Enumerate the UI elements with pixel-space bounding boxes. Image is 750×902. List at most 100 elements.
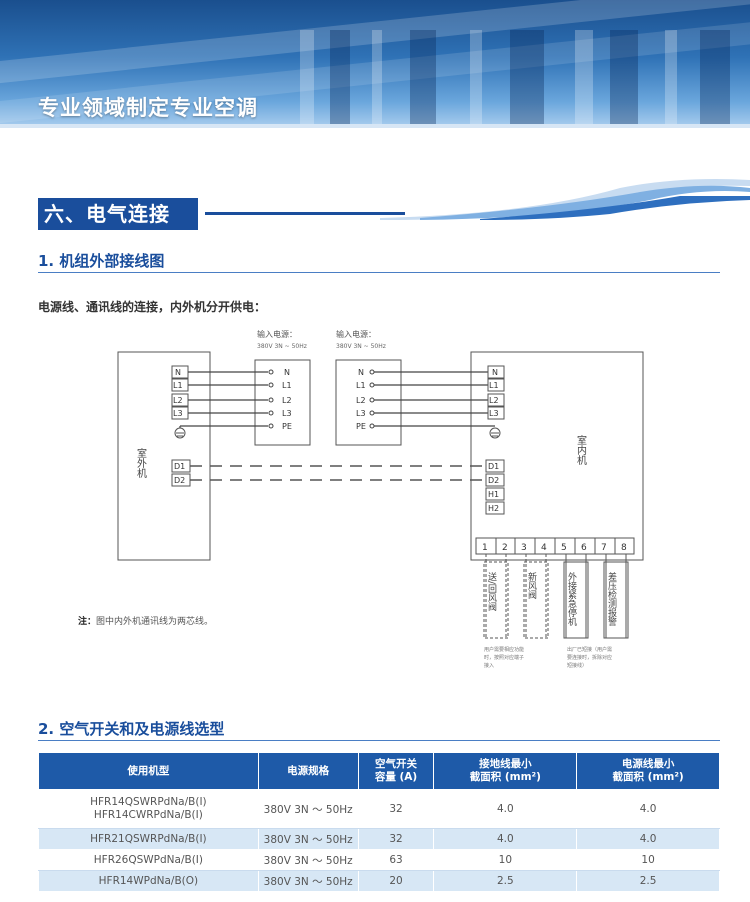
section-swoosh-graphic — [380, 179, 750, 220]
svg-text:D1: D1 — [488, 462, 499, 471]
svg-text:6: 6 — [581, 543, 587, 553]
power-supply-left: 输入电源： 380V 3N ~ 50Hz — [254, 329, 311, 446]
svg-text:N: N — [358, 368, 364, 377]
power-supply-right: 输入电源： 380V 3N ~ 50Hz — [335, 329, 402, 446]
cell-breaker: 63 — [357, 849, 435, 871]
svg-text:5: 5 — [561, 543, 567, 553]
svg-text:N: N — [492, 368, 498, 377]
svg-text:时，按照对应端子: 时，按照对应端子 — [484, 654, 524, 661]
cell-power: 380V 3N ～ 50Hz — [257, 789, 359, 829]
table-header-row: 使用机型 电源规格 空气开关 容量 (A) 接地线最小 截面积 (mm²) 电源… — [38, 752, 720, 790]
outdoor-power-wires — [179, 371, 268, 428]
table-row: HFR21QSWRPdNa/B(I) 380V 3N ～ 50Hz 32 4.0… — [38, 828, 720, 850]
svg-text:接入: 接入 — [484, 662, 494, 669]
svg-text:PE: PE — [356, 422, 366, 431]
svg-text:380V 3N ~ 50Hz: 380V 3N ~ 50Hz — [336, 343, 386, 350]
table-row: HFR26QSWPdNa/B(I) 380V 3N ～ 50Hz 63 10 1… — [38, 849, 720, 871]
svg-text:要连接时，拆除对应: 要连接时，拆除对应 — [567, 654, 612, 661]
col-header-power: 电源规格 — [257, 752, 359, 790]
svg-text:N: N — [284, 368, 290, 377]
svg-text:L1: L1 — [356, 381, 366, 390]
cell-model: HFR21QSWRPdNa/B(I) — [38, 828, 259, 850]
supply-right-terminals: N L1 L2 L3 PE — [356, 368, 375, 431]
indoor-power-wires — [374, 371, 495, 427]
subsection-title-wiring: 1. 机组外部接线图 — [38, 252, 165, 270]
svg-text:4: 4 — [541, 543, 547, 553]
svg-text:外接紧急停机: 外接紧急停机 — [566, 571, 577, 627]
indoor-power-terminals: N L1 L2 L3 — [487, 365, 505, 420]
cell-ground: 2.5 — [433, 870, 578, 892]
terminal-strip: 1 2 3 4 5 6 7 8 — [475, 537, 635, 555]
svg-text:L3: L3 — [282, 409, 292, 418]
outdoor-power-terminals: N L1 L2 L3 — [171, 365, 189, 420]
svg-text:7: 7 — [601, 543, 607, 553]
supply-left-terminals: N L1 L2 L3 PE — [268, 368, 292, 431]
svg-text:出厂已短接（用户需: 出厂已短接（用户需 — [567, 646, 612, 653]
cell-wire: 4.0 — [576, 789, 720, 829]
outdoor-comm-terminals: D1 D2 — [171, 459, 191, 487]
cell-wire: 2.5 — [576, 870, 720, 892]
indoor-ground-icon — [489, 427, 501, 439]
section-rule — [205, 212, 405, 215]
svg-text:L3: L3 — [173, 409, 183, 418]
banner-divider — [0, 124, 750, 128]
col-header-ground: 接地线最小 截面积 (mm²) — [433, 752, 578, 790]
col-header-breaker: 空气开关 容量 (A) — [357, 752, 435, 790]
svg-text:输入电源：: 输入电源： — [336, 329, 376, 339]
wiring-description: 电源线、通讯线的连接，内外机分开供电： — [38, 300, 267, 314]
outdoor-unit-box — [117, 351, 211, 561]
indoor-comm-terminals: D1 D2 H1 H2 — [485, 459, 505, 515]
outdoor-unit-label: 室外机 — [135, 447, 147, 479]
svg-text:2: 2 — [502, 543, 508, 553]
comm-wires — [190, 465, 486, 481]
col-header-model: 使用机型 — [38, 752, 259, 790]
svg-text:PE: PE — [282, 422, 292, 431]
svg-text:L2: L2 — [173, 396, 183, 405]
svg-text:3: 3 — [521, 543, 527, 553]
svg-text:8: 8 — [621, 543, 627, 553]
table-row: HFR14WPdNa/B(O) 380V 3N ～ 50Hz 20 2.5 2.… — [38, 870, 720, 892]
cell-breaker: 20 — [357, 870, 435, 892]
cell-wire: 4.0 — [576, 828, 720, 850]
cell-breaker: 32 — [357, 789, 435, 829]
table-row: HFR14QSWRPdNa/B(I) HFR14CWRPdNa/B(I) 380… — [38, 789, 720, 829]
svg-text:L2: L2 — [282, 396, 292, 405]
outdoor-ground-icon — [174, 427, 186, 439]
cell-breaker: 32 — [357, 828, 435, 850]
indoor-unit-label: 室内机 — [575, 434, 587, 466]
svg-text:1: 1 — [482, 543, 488, 553]
svg-text:新风阀: 新风阀 — [526, 571, 537, 600]
cell-ground: 4.0 — [433, 789, 578, 829]
cell-model: HFR26QSWPdNa/B(I) — [38, 849, 259, 871]
wiring-diagram: 室外机 室内机 输入电源： 380V 3N ~ 50Hz 输入电源： 380V … — [117, 329, 644, 669]
svg-text:H2: H2 — [488, 504, 499, 513]
cell-wire: 10 — [576, 849, 720, 871]
subsection-title-breaker: 2. 空气开关和及电源线选型 — [38, 720, 225, 738]
banner-title: 专业领域制定专业空调 — [38, 96, 258, 120]
svg-text:D2: D2 — [174, 476, 185, 485]
header-banner: 专业领域制定专业空调 — [0, 0, 750, 127]
cell-ground: 10 — [433, 849, 578, 871]
col-header-wire: 电源线最小 截面积 (mm²) — [576, 752, 720, 790]
svg-text:差压检测报警: 差压检测报警 — [606, 571, 617, 627]
subsection-rule — [38, 272, 720, 273]
svg-text:L1: L1 — [282, 381, 292, 390]
aux-labels: 送/回风阀 新风阀 外接紧急停机 差压检测报警 — [486, 571, 617, 627]
note-prefix: 注： — [78, 617, 97, 627]
svg-text:380V 3N ~ 50Hz: 380V 3N ~ 50Hz — [257, 343, 307, 350]
svg-text:送/回风阀: 送/回风阀 — [486, 571, 497, 612]
svg-text:L2: L2 — [489, 396, 499, 405]
note-text: 图中内外机通讯线为两芯线。 — [96, 617, 214, 627]
aux-wiring — [483, 554, 629, 639]
svg-text:H1: H1 — [488, 490, 499, 499]
cell-model: HFR14WPdNa/B(O) — [38, 870, 259, 892]
svg-text:L2: L2 — [356, 396, 366, 405]
svg-text:N: N — [175, 368, 181, 377]
breaker-spec-table: 使用机型 电源规格 空气开关 容量 (A) 接地线最小 截面积 (mm²) 电源… — [38, 752, 720, 892]
section-title: 六、电气连接 — [38, 198, 198, 230]
indoor-unit-box — [470, 351, 644, 561]
svg-text:L1: L1 — [173, 381, 183, 390]
cell-model: HFR14QSWRPdNa/B(I) HFR14CWRPdNa/B(I) — [38, 789, 259, 829]
svg-text:L3: L3 — [356, 409, 366, 418]
svg-text:输入电源：: 输入电源： — [257, 329, 297, 339]
